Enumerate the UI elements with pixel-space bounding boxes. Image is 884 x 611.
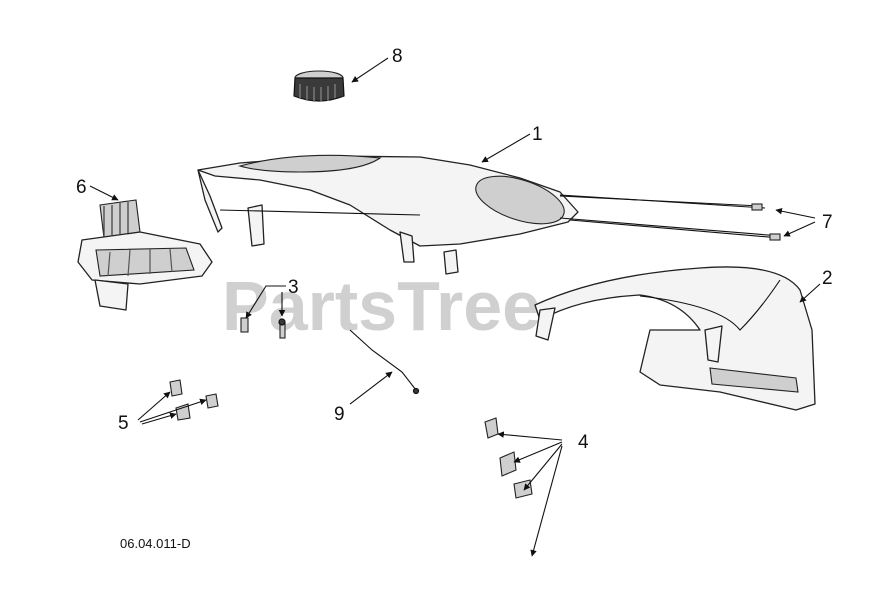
callout-4: 4 (578, 432, 589, 453)
part-4-clips[interactable] (484, 417, 533, 499)
part-8-fuel-cap[interactable] (293, 70, 345, 102)
callout-1: 1 (532, 124, 543, 145)
part-1-shroud[interactable] (197, 154, 781, 275)
callout-7: 7 (822, 212, 833, 233)
callout-6: 6 (76, 177, 87, 198)
callout-3: 3 (288, 277, 299, 298)
watermark: PartsTree (222, 267, 541, 345)
part-3-screws[interactable] (240, 317, 286, 339)
part-9-wire[interactable] (349, 329, 420, 395)
callout-5: 5 (118, 413, 129, 434)
callout-9: 9 (334, 404, 345, 425)
callout-8: 8 (392, 46, 403, 67)
drawing-code: 06.04.011-D (120, 536, 191, 551)
part-2-rear-guard[interactable] (534, 266, 816, 411)
leader-lines (89, 57, 821, 557)
callout-2: 2 (822, 268, 833, 289)
part-6-fuel-tank[interactable] (77, 199, 213, 311)
part-7-rods[interactable] (559, 194, 781, 241)
part-5-clips[interactable] (169, 379, 219, 421)
